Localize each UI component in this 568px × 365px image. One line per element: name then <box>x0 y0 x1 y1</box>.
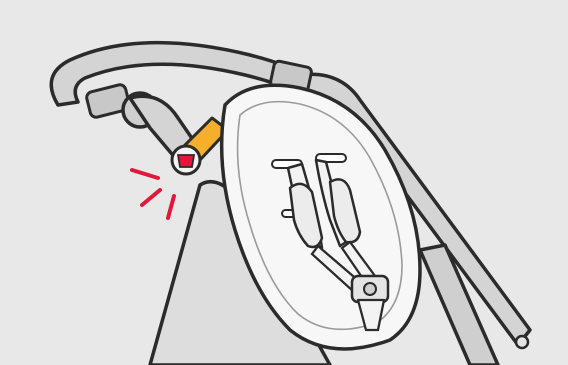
buckle-icon <box>172 146 200 174</box>
frame-bolt <box>516 336 528 348</box>
